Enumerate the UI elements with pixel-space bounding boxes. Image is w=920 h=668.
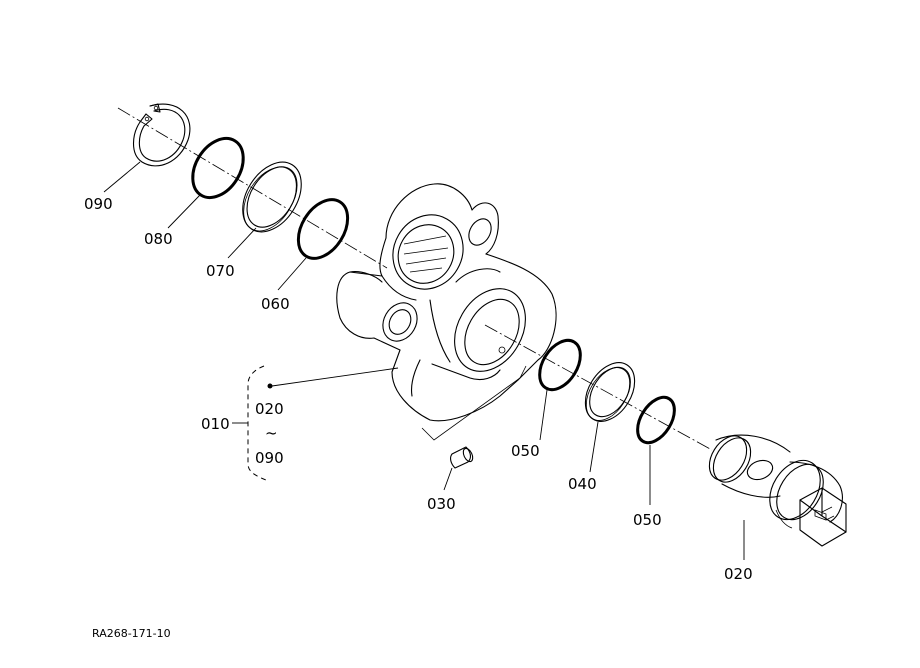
label-range-from: 020: [255, 400, 284, 418]
backup-ring-part-040: [584, 362, 636, 422]
pin-part-030: [450, 446, 474, 469]
label-080: 080: [144, 230, 173, 248]
backup-ring-part-070: [242, 161, 302, 233]
label-070: 070: [206, 262, 235, 280]
o-ring-part-060: [296, 198, 350, 260]
o-ring-part-080: [191, 136, 245, 200]
range-bracket: [232, 365, 267, 481]
snap-ring-part-090: [132, 103, 191, 167]
label-050-right: 050: [633, 511, 662, 529]
leader-dot: [267, 383, 273, 389]
label-090: 090: [84, 195, 113, 213]
o-ring-part-050-left: [538, 338, 582, 392]
label-range-to: 090: [255, 449, 284, 467]
diagram-code: RA268-171-10: [92, 627, 171, 640]
o-ring-part-050-right: [636, 395, 676, 445]
valve-housing-part-010: [336, 183, 557, 441]
label-020: 020: [724, 565, 753, 583]
label-010: 010: [201, 415, 230, 433]
label-060: 060: [261, 295, 290, 313]
label-040: 040: [568, 475, 597, 493]
valve-cartridge-part-020: [708, 434, 847, 547]
label-050-left: 050: [511, 442, 540, 460]
leader-lines: [103, 161, 745, 560]
label-range-tilde: ~: [265, 424, 278, 442]
label-030: 030: [427, 495, 456, 513]
